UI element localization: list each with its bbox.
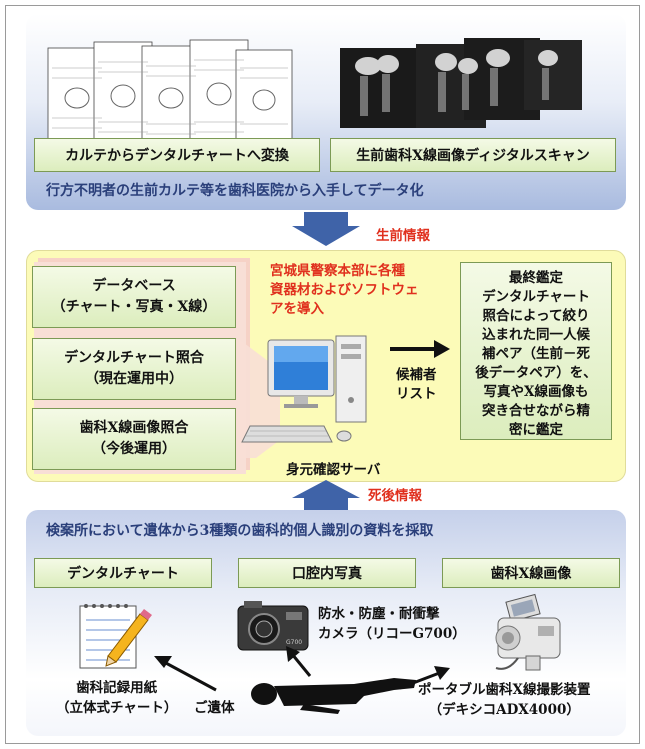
portable-xray-device-icon [495,593,561,671]
dental-chart-label: デンタルチャート [67,566,179,582]
intraoral-photo-box: 口腔内写真 [238,558,416,588]
xray-device-label: ポータブル歯科X線撮影装置 （デキシコADX4000） [418,680,590,720]
final-appraisal-line: デンタルチャート [482,289,590,305]
camera-icon: G700 [237,601,309,651]
final-appraisal-line: 写真やX線画像も [483,384,589,400]
dental-xray-label: 歯科X線画像 [490,566,572,582]
xray-digital-scan-label: 生前歯科X線画像ディジタルスキャン [356,148,590,164]
record-sheet-label: 歯科記録用紙 （立体式チャート） [56,678,177,718]
final-appraisal-line: 補ペア（生前－死 [482,346,590,362]
database-label: データベース [92,278,176,294]
server-computer-icon [240,335,367,458]
intro-note-line: アを導入 [270,301,324,317]
record-sheet-line: （立体式チャート） [56,700,178,716]
final-appraisal-line: 密に鑑定 [509,422,563,438]
antemortem-caption: 行方不明者の生前カルテ等を歯科医院から入手してデータ化 [46,183,424,199]
chart-matching-status: （現在運用中） [85,371,183,387]
intraoral-photo-label: 口腔内写真 [292,566,362,582]
final-appraisal-title: 最終鑑定 [509,270,563,286]
up-arrow-icon [292,480,360,512]
chart-matching-box: デンタルチャート照合 （現在運用中） [32,338,236,400]
dental-chart-forms-image [47,39,293,147]
dental-xray-images [340,38,582,128]
camera-label-line: 防水・防塵・耐衝撃 [318,606,440,622]
final-appraisal-line: 込まれた同一人候 [482,327,590,343]
down-arrow-icon [292,212,360,246]
deceased-label: ご遺体 [194,700,235,716]
final-appraisal-line: 後データペア）を、 [475,365,597,381]
xray-device-line: （デキシコADX4000） [428,702,580,718]
chart-conversion-label: カルテからデンタルチャートへ変換 [65,148,289,164]
xray-device-line: ポータブル歯科X線撮影装置 [418,682,591,698]
equipment-intro-note: 宮城県警察本部に各種 資器材およびソフトウェ アを導入 [270,262,419,319]
xray-matching-status: （今後運用） [92,441,176,457]
postmortem-caption: 検案所において遺体から3種類の歯科的個人識別の資料を採取 [46,523,434,539]
record-sheet-line: 歯科記録用紙 [76,680,158,696]
deceased-body-icon [251,678,416,714]
chart-conversion-box: カルテからデンタルチャートへ変換 [34,138,320,172]
intro-note-line: 資器材およびソフトウェ [270,282,419,298]
xray-matching-label: 歯科X線画像照合 [79,420,189,436]
camera-label: 防水・防塵・耐衝撃 カメラ（リコーG700） [318,604,466,644]
final-appraisal-box: 最終鑑定 デンタルチャート 照合によって絞り 込まれた同一人候 補ペア（生前－死… [460,262,612,440]
svg-text:G700: G700 [286,639,302,646]
database-box: データベース （チャート・写真・X線） [32,266,236,328]
candidate-list-label: 候補者 リスト [396,366,437,404]
candidate-list-line: 候補者 [396,367,437,383]
camera-label-line: カメラ（リコーG700） [318,626,466,642]
dental-chart-box: デンタルチャート [34,558,212,588]
final-appraisal-line: 突き合せながら精 [482,403,590,419]
candidate-list-line: リスト [396,386,437,402]
arrow-to-camera-icon [286,646,312,677]
xray-matching-box: 歯科X線画像照合 （今後運用） [32,408,236,470]
final-appraisal-line: 照合によって絞り [482,308,590,324]
arrow-to-record-sheet-icon [154,656,217,692]
intro-note-line: 宮城県警察本部に各種 [270,263,405,279]
right-arrow-icon [390,340,450,358]
database-sublabel: （チャート・写真・X線） [51,299,217,315]
xray-digital-scan-box: 生前歯科X線画像ディジタルスキャン [330,138,616,172]
chart-matching-label: デンタルチャート照合 [64,350,204,366]
dental-xray-box: 歯科X線画像 [442,558,620,588]
notepad-pencil-icon [79,604,152,669]
id-server-label: 身元確認サーバ [286,462,381,478]
postmortem-info-label: 死後情報 [368,488,422,504]
antemortem-info-label: 生前情報 [376,228,430,244]
